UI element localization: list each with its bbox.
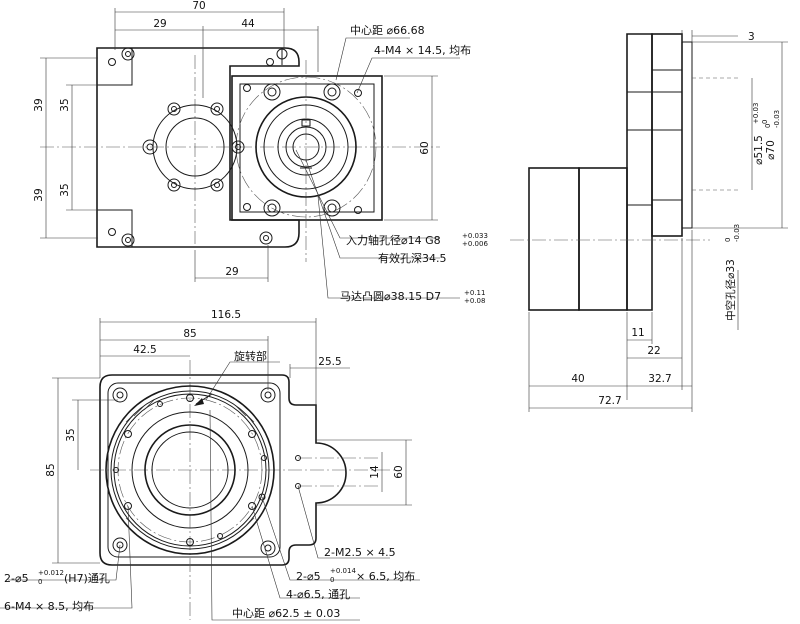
rotating-ring-outer	[105, 385, 275, 555]
side-dimensions	[528, 30, 788, 412]
dim-d70: ⌀70 0 -0.03	[764, 110, 781, 160]
bottom-plate-outline	[99, 374, 347, 566]
note-input-bore-tol-dn: +0.006	[462, 240, 488, 248]
coupling-ring	[277, 118, 335, 176]
note-input-bore-tol-up: +0.033	[462, 232, 488, 240]
dim-hollow-main: 中空孔径⌀33	[724, 259, 737, 321]
note-2-d5-b-up: +0.014	[330, 567, 356, 575]
side-output-lip	[681, 41, 693, 229]
disc-bolts	[167, 102, 245, 192]
note-rotating-part: 旋转部	[234, 349, 267, 363]
side-body-left	[528, 167, 580, 311]
rotation-arrow-head	[194, 398, 204, 406]
note-pcd-66: 中心距 ⌀66.68	[350, 24, 425, 37]
side-output	[651, 33, 683, 237]
hollow-bore	[144, 424, 236, 516]
note-2-d5-a-post: (H7)通孔	[64, 572, 110, 585]
note-2-d5-a-up: +0.012	[38, 569, 64, 577]
note-2-d5-b-post: × 6.5, 均布	[356, 570, 415, 583]
dim-d70-dn: -0.03	[773, 110, 781, 128]
side-body-mid	[578, 167, 628, 311]
dim-32-7: 32.7	[648, 373, 671, 385]
dim-72-7: 72.7	[598, 395, 621, 407]
dim-d51: ⌀51.5 +0.03 0	[752, 103, 769, 165]
dim-44: 44	[241, 18, 255, 30]
note-spigot-tol-dn: +0.08	[464, 297, 485, 305]
dim-60: 60	[419, 141, 431, 154]
dim-60-b: 60	[393, 465, 405, 478]
note-bore-depth: 有效孔深34.5	[378, 251, 447, 265]
dim-11: 11	[631, 327, 644, 339]
note-spigot-tol-up: +0.11	[464, 289, 485, 297]
bottom-leaders	[0, 361, 420, 621]
disc-pin	[142, 139, 158, 155]
top-pocket-bl	[97, 209, 133, 247]
top-leaders	[295, 37, 460, 299]
dim-d70-up: 0	[764, 124, 772, 128]
note-4-m4-tap: 4-M4 × 14.5, 均布	[374, 44, 471, 57]
dim-116-5: 116.5	[211, 309, 241, 321]
dim-25-5: 25.5	[318, 356, 341, 368]
note-2-d5-a: 2-⌀5	[4, 572, 29, 585]
top-pcd-circle	[235, 76, 377, 218]
dim-d51-dn: 0	[761, 120, 769, 124]
dim-3: 3	[748, 31, 755, 43]
dim-70: 70	[192, 0, 205, 12]
dim-40: 40	[571, 373, 584, 385]
note-2-d5-b: 2-⌀5	[296, 570, 321, 583]
rotating-ring-4	[131, 411, 249, 529]
hollow-bore-inner	[151, 431, 229, 509]
dim-39-top: 39	[33, 98, 45, 111]
dim-d70-main: ⌀70	[765, 140, 777, 160]
spigot-circle	[255, 96, 357, 198]
lug-tap-2	[295, 483, 301, 489]
dim-22: 22	[647, 345, 660, 357]
plate-holes	[108, 47, 288, 247]
top-pocket-tl	[97, 48, 133, 86]
dim-35-b: 35	[65, 428, 77, 441]
dim-d51-up: +0.03	[752, 103, 760, 124]
dim-29-bottom: 29	[225, 266, 238, 278]
dim-42-5: 42.5	[133, 344, 156, 356]
rotating-ring-2	[110, 390, 270, 550]
dim-29: 29	[153, 18, 166, 30]
note-2-m2-5: 2-M2.5 × 4.5	[324, 546, 396, 559]
key-slot	[301, 119, 311, 127]
dim-14: 14	[369, 465, 381, 479]
side-flange	[626, 33, 653, 311]
dim-39-bottom: 39	[33, 188, 45, 201]
note-input-bore: 入力轴孔径⌀14 G8	[346, 233, 441, 247]
dim-hollow-up: 0	[724, 238, 732, 242]
dim-35-bottom: 35	[59, 183, 71, 196]
bottom-dimensions	[52, 318, 412, 564]
motor-bolts	[243, 83, 362, 217]
dim-35-top: 35	[59, 98, 71, 111]
side-view: 3 ⌀70 0 -0.03 ⌀51.5 +0.03 0 中空孔径⌀33 0 -0…	[510, 30, 788, 412]
note-2-d5-b-lo: 0	[330, 576, 334, 584]
dim-hollow-dn: -0.03	[733, 224, 741, 242]
motor-flange-inner	[239, 83, 375, 213]
note-2-d5-a-lo: 0	[38, 578, 42, 586]
output-hub	[165, 117, 225, 177]
coupling-inner	[285, 126, 327, 168]
note-motor-spigot: 马达凸圆⌀38.15 D7	[340, 290, 441, 303]
bottom-view: 116.5 85 42.5 25.5 35 85 14 60 旋转部 2-M2.…	[0, 309, 420, 621]
note-6-m4: 6-M4 × 8.5, 均布	[4, 600, 94, 613]
top-dimensions	[40, 8, 438, 282]
note-4-d6-5: 4-⌀6.5, 通孔	[286, 588, 350, 601]
rotating-holes	[113, 394, 267, 546]
note-pcd-62-5: 中心距 ⌀62.5 ± 0.03	[232, 607, 340, 620]
dim-hollow: 中空孔径⌀33 0 -0.03	[724, 224, 741, 321]
top-plate-outline	[96, 47, 300, 248]
spigot-inner	[263, 104, 349, 190]
disc-pin-core	[146, 143, 154, 151]
dim-85-w: 85	[183, 328, 196, 340]
dim-d51-main: ⌀51.5	[753, 135, 765, 165]
top-view: 70 29 44 39 35 35 39 60 29 中心距 ⌀66.68 4-…	[33, 0, 488, 305]
rotating-hatch	[125, 399, 255, 527]
lug-tap-1	[295, 455, 301, 461]
dim-85-h: 85	[45, 463, 57, 476]
